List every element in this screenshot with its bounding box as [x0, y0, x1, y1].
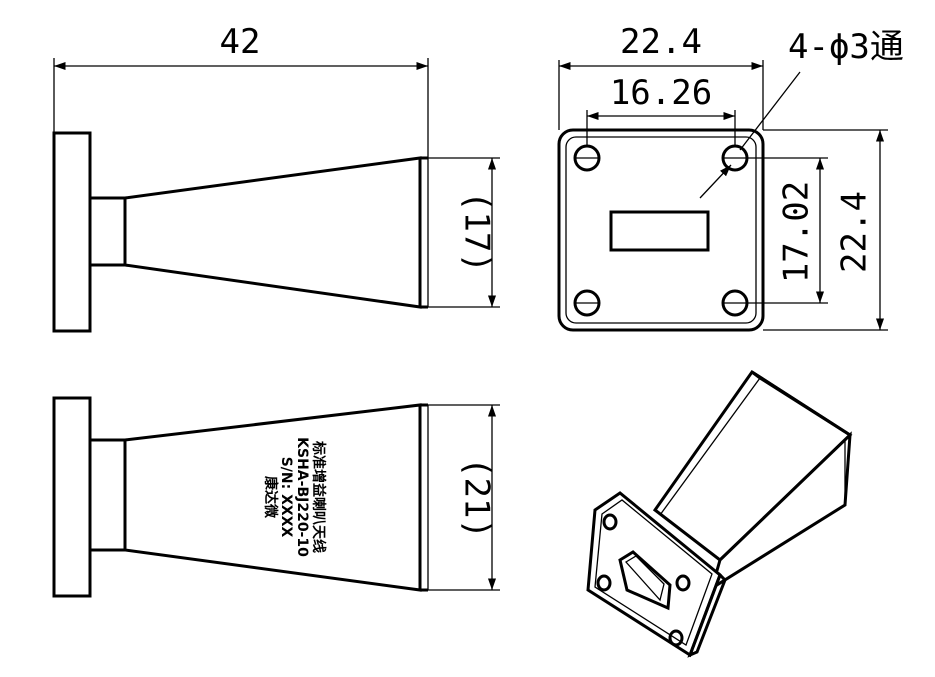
side-flange	[52, 131, 92, 333]
side-horn-body	[123, 156, 422, 309]
hole-callout-label: 4-ϕ3通	[788, 27, 904, 67]
side-view: 42 (17)	[52, 22, 500, 333]
top-flange	[52, 396, 92, 598]
hole-callout-leader	[739, 71, 801, 151]
aperture-width-label: (21)	[457, 457, 497, 539]
mounting-hole	[721, 144, 749, 172]
iso-mounting-hole	[602, 513, 618, 531]
mounting-hole	[721, 289, 749, 317]
flange-width-label: 22.4	[620, 22, 702, 62]
iso-waveguide-opening	[618, 550, 672, 611]
hole-spacing-label: 16.26	[610, 73, 712, 113]
mounting-hole	[573, 144, 601, 172]
nameplate-line-3: S/N: XXXX	[278, 457, 294, 538]
nameplate-line-1: 标准增益喇叭天线	[310, 440, 327, 553]
aperture-height-label: (17)	[457, 191, 497, 273]
flange-height-label: 22.4	[835, 191, 875, 273]
hole-vertical-spacing-label: 17.02	[777, 181, 817, 283]
top-neck	[88, 438, 127, 552]
waveguide-opening	[609, 210, 710, 252]
nameplate-line-4: 康达微	[262, 476, 279, 519]
iso-mounting-hole	[668, 629, 684, 647]
isometric-view	[586, 369, 853, 658]
front-flange	[557, 128, 765, 332]
nameplate-line-2: KSHA-BJ220-10	[294, 437, 310, 557]
front-view: 22.4 16.26 4-ϕ3通 17.02 22.4	[557, 22, 904, 332]
top-view: 标准增益喇叭天线 KSHA-BJ220-10 S/N: XXXX 康达微 (21…	[52, 396, 500, 598]
iso-mounting-hole	[675, 574, 691, 592]
mounting-hole	[573, 289, 601, 317]
side-neck	[88, 196, 127, 267]
nameplate: 标准增益喇叭天线 KSHA-BJ220-10 S/N: XXXX 康达微	[262, 437, 327, 557]
iso-mounting-hole	[596, 574, 612, 592]
length-label: 42	[220, 22, 261, 62]
